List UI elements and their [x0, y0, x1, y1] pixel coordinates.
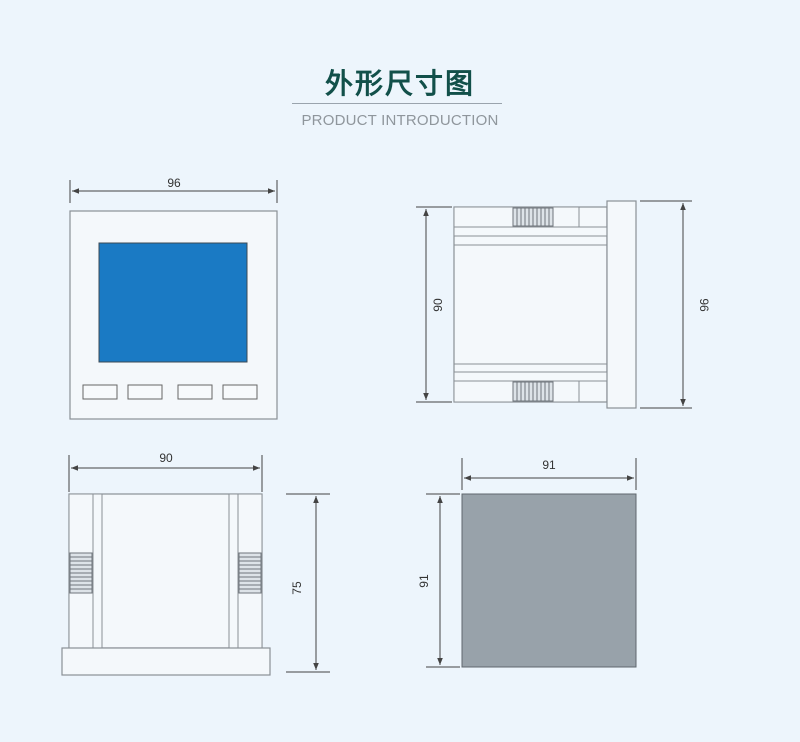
- bottom-view: 90 75: [61, 451, 330, 676]
- cutout-area: [461, 493, 637, 668]
- bottom-width-label: 90: [159, 451, 173, 465]
- page-title: 外形尺寸图: [324, 67, 475, 100]
- side-inner-height-label: 90: [431, 298, 445, 312]
- bottom-bezel: [61, 647, 271, 676]
- side-clip-bottom: [512, 381, 554, 402]
- title-divider: [292, 103, 502, 104]
- display-screen: [98, 242, 248, 363]
- header: 外形尺寸图 PRODUCT INTRODUCTION: [0, 0, 800, 140]
- front-button-3: [177, 384, 213, 400]
- bottom-clip-right: [238, 552, 262, 594]
- side-bezel: [606, 200, 637, 409]
- page-subtitle: PRODUCT INTRODUCTION: [301, 112, 499, 129]
- front-button-1: [82, 384, 118, 400]
- front-width-label: 96: [167, 176, 181, 190]
- side-outer-height-label: 96: [697, 298, 711, 312]
- side-view: 90 96: [416, 200, 711, 409]
- front-button-4: [222, 384, 258, 400]
- cutout-height-label: 91: [417, 574, 431, 588]
- cutout-width-label: 91: [542, 458, 556, 472]
- panel-cutout-view: 91 91: [417, 458, 637, 668]
- side-clip-top: [512, 207, 554, 227]
- front-button-2: [127, 384, 163, 400]
- front-view: 96: [69, 176, 278, 420]
- bottom-depth-label: 75: [290, 581, 304, 595]
- bottom-clip-left: [69, 552, 93, 594]
